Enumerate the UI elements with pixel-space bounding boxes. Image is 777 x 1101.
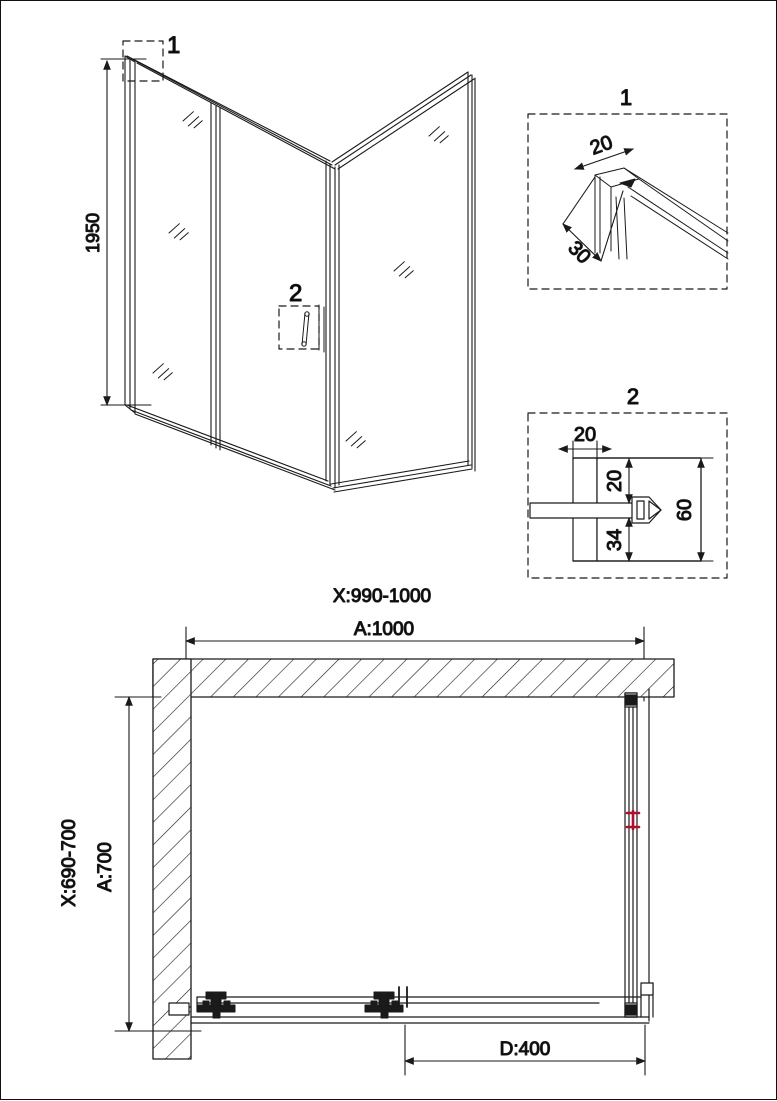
frame-post-right (467, 71, 476, 472)
detail-2-dim-20-top (557, 440, 613, 461)
door-handle-icon (301, 304, 325, 353)
callout-1-label: 1 (167, 32, 180, 59)
wall-top (152, 658, 675, 698)
detail-2-frame (527, 412, 728, 579)
wall-left (152, 658, 192, 1060)
frame-post-left (124, 55, 136, 414)
detail-1-frame (527, 113, 728, 290)
detail-1-dim-30-label: 30 (563, 237, 594, 268)
plan-depth-label: A:700 (95, 842, 116, 892)
frame-rail-top-right (331, 71, 475, 170)
side-panel-marker (625, 809, 641, 831)
height-dimension-label: 1950 (83, 213, 103, 253)
door-roller-right (364, 986, 408, 1019)
detail-2: 2 20 20 34 (527, 383, 728, 579)
detail-2-dim-60-label: 60 (674, 499, 696, 521)
detail-1-profile (594, 167, 729, 260)
detail-2-dim-60 (696, 457, 714, 563)
callout-2-label: 2 (289, 280, 302, 307)
plan-sliding-door (168, 982, 654, 1024)
glass-reflection-marks (152, 111, 449, 449)
frame-rail-top-left (126, 55, 336, 170)
frame-rail-bottom-right (330, 460, 473, 493)
detail-2-dim-20-vert-label: 20 (604, 470, 626, 492)
detail-1-label: 1 (620, 85, 632, 110)
plan-depth-range-label: X:690-700 (59, 819, 80, 907)
detail-2-label: 2 (627, 384, 639, 409)
detail-1-dim-30 (562, 176, 624, 262)
detail-1-dim-20-label: 20 (587, 131, 615, 159)
detail-2-dim-20-top-label: 20 (574, 424, 596, 446)
door-roller-left (196, 991, 236, 1019)
plan-width-label: A:1000 (354, 619, 414, 640)
height-dimension (100, 58, 152, 407)
frame-post-corner (325, 160, 340, 489)
callout-1-box (122, 40, 164, 82)
detail-2-dim-34-label: 34 (604, 529, 626, 551)
plan-width-range-label: X:990-1000 (333, 586, 431, 607)
detail-2-profile (529, 457, 702, 562)
plan-door-dimension (403, 1024, 647, 1076)
detail-1: 1 20 30 (527, 84, 729, 290)
plan-door-label: D:400 (500, 1039, 551, 1060)
isometric-enclosure-view: 1 2 (100, 31, 476, 493)
frame-rail-bottom-left (126, 404, 336, 491)
plan-view: X:990-1000 A:1000 X:690-700 A:700 (58, 585, 675, 1076)
plan-depth-dimension (114, 695, 202, 1033)
callout-2-box (278, 305, 320, 350)
frame-mullion-left-panel (210, 102, 221, 451)
detail-1-dim-20 (573, 148, 635, 170)
plan-side-panel (624, 688, 650, 1022)
